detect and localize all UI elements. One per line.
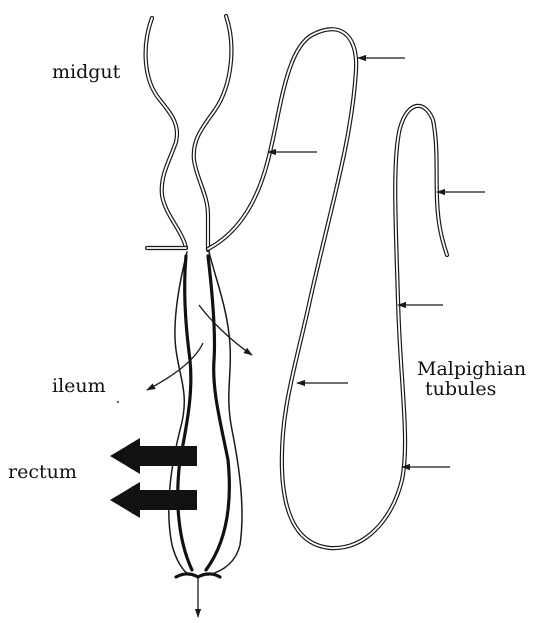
label-tubules: tubules (425, 378, 496, 400)
midgut-structure (146, 16, 232, 250)
anus (176, 574, 220, 577)
label-midgut: midgut (52, 61, 121, 83)
rectum-absorption-arrow-lower (110, 482, 197, 518)
label-rectum: rectum (8, 461, 77, 483)
label-malpighian: Malpighian (417, 358, 526, 380)
malpighian-tubule-long (208, 29, 447, 548)
ileum-flow-arrow-left (147, 343, 203, 390)
label-ileum: ileum (52, 375, 106, 397)
stray-dot (117, 401, 119, 403)
hindgut-structure (169, 252, 242, 575)
